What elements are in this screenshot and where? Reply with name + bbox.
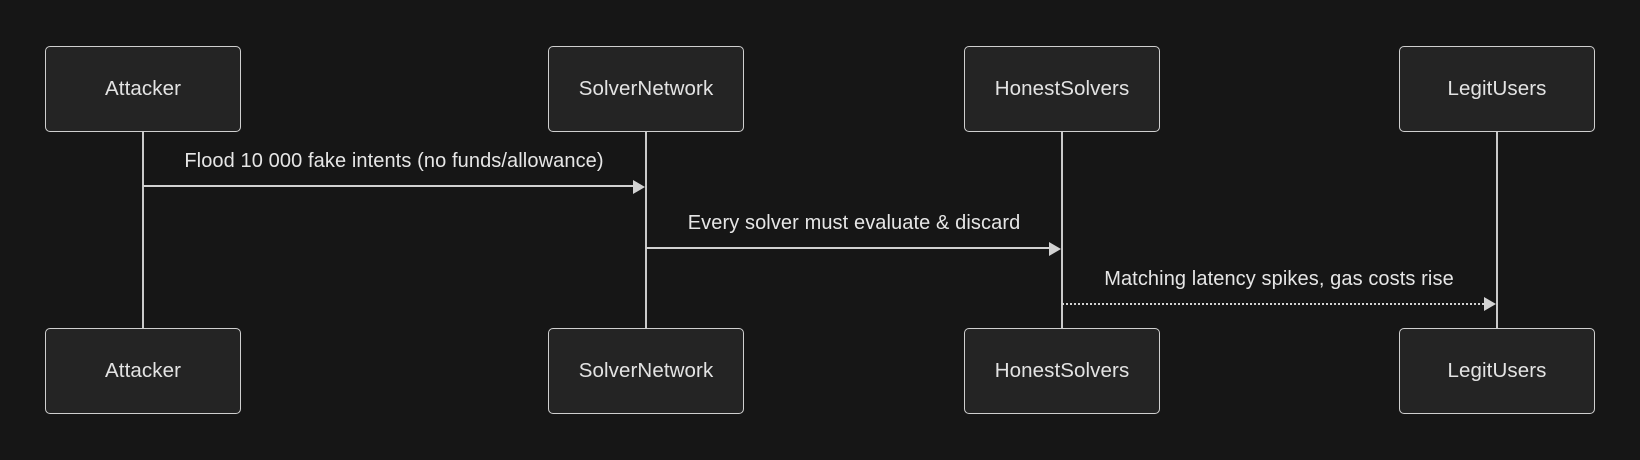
lifeline-attacker xyxy=(142,132,144,328)
participant-box-solvernetwork-bottom[interactable]: SolverNetwork xyxy=(548,328,744,414)
participant-box-honestsolvers-bottom[interactable]: HonestSolvers xyxy=(964,328,1160,414)
participant-label-solvernetwork-top: SolverNetwork xyxy=(578,77,714,100)
lifeline-legitusers xyxy=(1496,132,1498,328)
participant-label-legitusers-top: LegitUsers xyxy=(1447,77,1547,100)
participant-label-honestsolvers-top: HonestSolvers xyxy=(994,77,1130,100)
message-arrowhead-3 xyxy=(1484,297,1496,311)
participant-box-legitusers-top[interactable]: LegitUsers xyxy=(1399,46,1595,132)
participant-label-attacker-bottom: Attacker xyxy=(105,359,181,382)
message-label-3: Matching latency spikes, gas costs rise xyxy=(1104,268,1454,290)
participant-label-attacker-top: Attacker xyxy=(105,77,181,100)
message-arrowhead-2 xyxy=(1049,242,1061,256)
participant-label-solvernetwork-bottom: SolverNetwork xyxy=(578,359,714,382)
message-line-3 xyxy=(1062,303,1484,305)
message-arrowhead-1 xyxy=(633,180,645,194)
message-label-2: Every solver must evaluate & discard xyxy=(687,212,1021,234)
participant-box-legitusers-bottom[interactable]: LegitUsers xyxy=(1399,328,1595,414)
participant-box-attacker-bottom[interactable]: Attacker xyxy=(45,328,241,414)
participant-label-honestsolvers-bottom: HonestSolvers xyxy=(994,359,1130,382)
message-line-1 xyxy=(143,185,633,187)
message-label-1: Flood 10 000 fake intents (no funds/allo… xyxy=(184,150,604,172)
message-line-2 xyxy=(646,247,1049,249)
participant-box-attacker-top[interactable]: Attacker xyxy=(45,46,241,132)
participant-box-honestsolvers-top[interactable]: HonestSolvers xyxy=(964,46,1160,132)
participant-box-solvernetwork-top[interactable]: SolverNetwork xyxy=(548,46,744,132)
lifeline-honestsolvers xyxy=(1061,132,1063,328)
participant-label-legitusers-bottom: LegitUsers xyxy=(1447,359,1547,382)
lifeline-solvernetwork xyxy=(645,132,647,328)
